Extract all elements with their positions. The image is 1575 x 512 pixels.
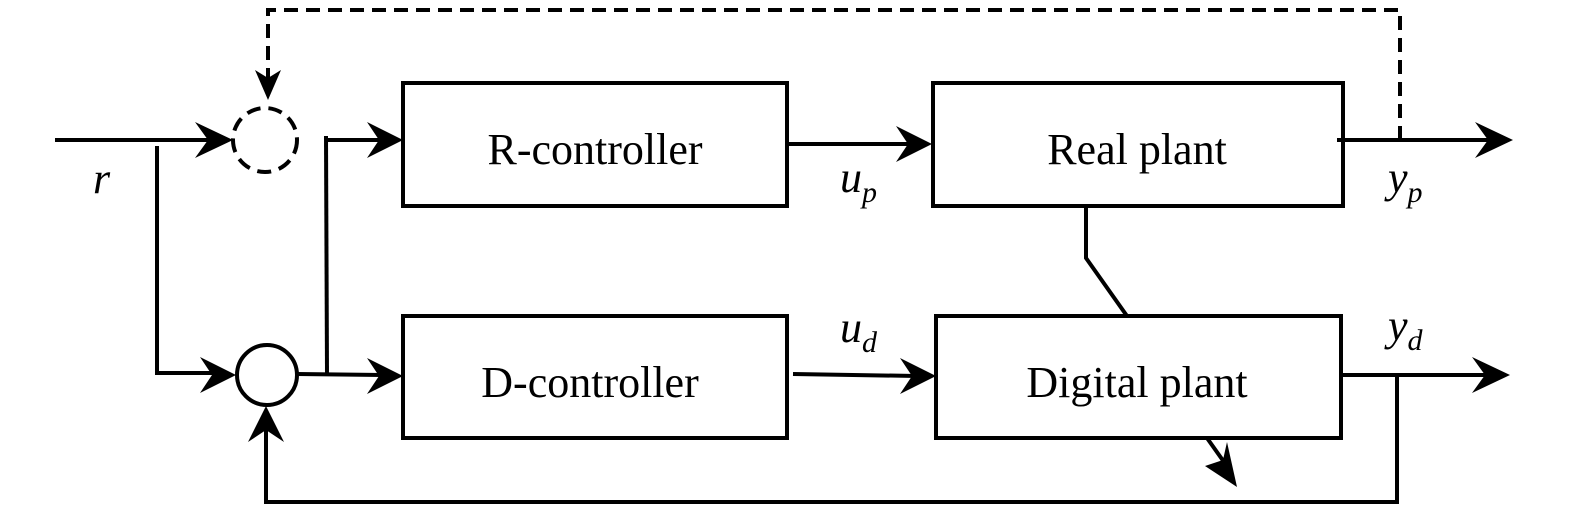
d-controller-label: D-controller (481, 358, 699, 407)
digital-plant-label: Digital plant (1026, 358, 1247, 407)
lower-feedback-arrowhead (248, 406, 284, 442)
yd-signal-label: yd (1384, 301, 1424, 357)
yp-signal-label: yp (1384, 153, 1423, 209)
up-symbol: u (840, 153, 862, 202)
yp-subscript: p (1406, 176, 1423, 209)
ud-signal-arrowhead (900, 358, 936, 394)
reference-branch-line (155, 146, 218, 375)
r-signal-label: r (93, 154, 111, 203)
r-controller-input-arrowhead (367, 122, 403, 158)
lower-summing-junction (235, 343, 299, 407)
plant-link-line (1084, 206, 1129, 318)
r-controller-label: R-controller (487, 125, 702, 174)
upper-summing-junction (231, 106, 299, 174)
up-signal-arrowhead (896, 126, 932, 162)
adaptation-arrow-line (1205, 436, 1226, 464)
up-subscript: p (860, 176, 877, 209)
yd-subscript: d (1408, 324, 1424, 357)
junction-to-d-controller-line (296, 372, 386, 377)
dashed-feedback-line (266, 8, 1402, 140)
shared-signal-vertical-line (324, 135, 329, 376)
digital-plant-block (934, 314, 1343, 440)
real-plant-block (931, 81, 1345, 208)
real-plant-label: Real plant (1047, 125, 1227, 174)
yd-symbol: y (1384, 301, 1408, 350)
reference-branch-arrowhead (200, 357, 236, 393)
ud-symbol: u (840, 303, 862, 352)
ud-subscript: d (862, 326, 878, 359)
d-controller-block (401, 314, 789, 440)
dashed-feedback-arrowhead (255, 70, 281, 100)
ud-signal-line (792, 372, 918, 378)
ud-signal-label: ud (840, 303, 878, 359)
lower-feedback-line (264, 375, 1399, 504)
d-controller-input-arrowhead (367, 358, 403, 394)
up-signal-label: up (840, 153, 877, 209)
reference-arrowhead (195, 122, 233, 158)
yp-output-arrowhead (1475, 122, 1513, 158)
yd-output-arrowhead (1472, 357, 1510, 393)
yp-symbol: y (1384, 153, 1408, 202)
adaptation-arrowhead (1205, 442, 1237, 487)
